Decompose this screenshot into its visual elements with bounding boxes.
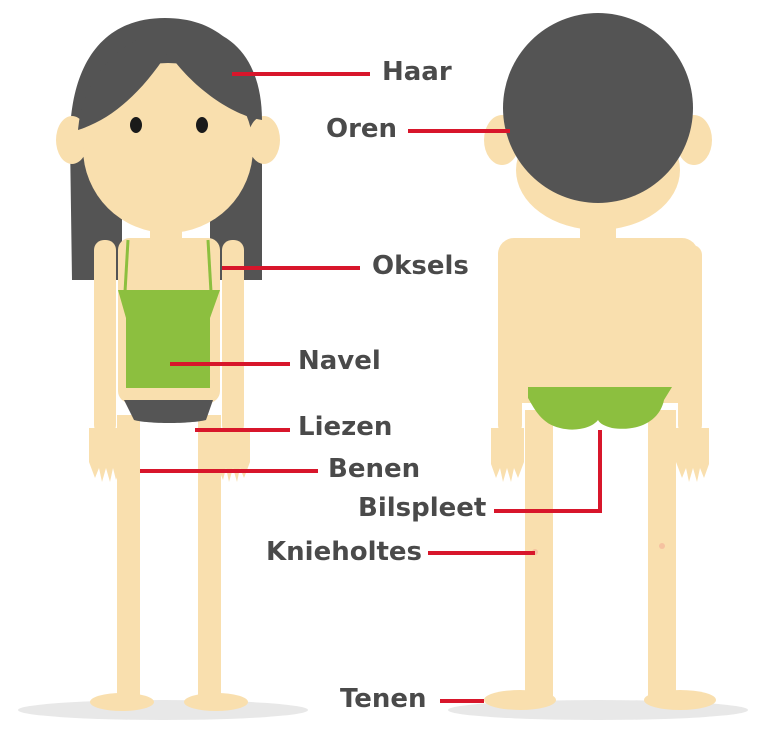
front-right-foot: [184, 693, 248, 711]
label-tenen: Tenen: [340, 684, 427, 714]
back-right-knee-spot: [659, 543, 665, 549]
front-right-hand: [219, 428, 250, 482]
label-bilspleet: Bilspleet: [358, 493, 486, 523]
back-torso: [498, 238, 698, 403]
label-knieholtes: Knieholtes: [266, 537, 422, 567]
label-benen: Benen: [328, 454, 420, 484]
label-oren: Oren: [326, 114, 397, 144]
front-shorts: [124, 400, 213, 423]
back-right-foot: [644, 690, 716, 710]
front-left-arm: [94, 240, 116, 435]
front-right-leg: [198, 415, 221, 705]
back-left-foot: [484, 690, 556, 710]
front-right-eye: [196, 117, 208, 133]
front-left-foot: [90, 693, 154, 711]
label-navel: Navel: [298, 346, 381, 376]
back-hair: [503, 13, 693, 203]
label-liezen: Liezen: [298, 412, 392, 442]
front-left-leg: [117, 415, 140, 705]
back-right-leg: [648, 410, 676, 700]
back-figure: [448, 13, 748, 720]
back-right-arm: [678, 245, 702, 435]
front-left-eye: [130, 117, 142, 133]
label-oksels: Oksels: [372, 251, 469, 281]
front-left-hand: [89, 428, 120, 482]
back-right-hand: [676, 428, 709, 482]
back-left-hand: [491, 428, 524, 482]
front-figure: [18, 18, 308, 720]
front-green-top: [118, 290, 220, 388]
front-shadow: [18, 700, 308, 720]
labels: Haar Oren Oksels Navel Liezen Benen Bils…: [266, 57, 486, 714]
label-haar: Haar: [382, 57, 452, 87]
back-left-arm: [498, 245, 522, 435]
front-right-ear: [248, 116, 280, 164]
